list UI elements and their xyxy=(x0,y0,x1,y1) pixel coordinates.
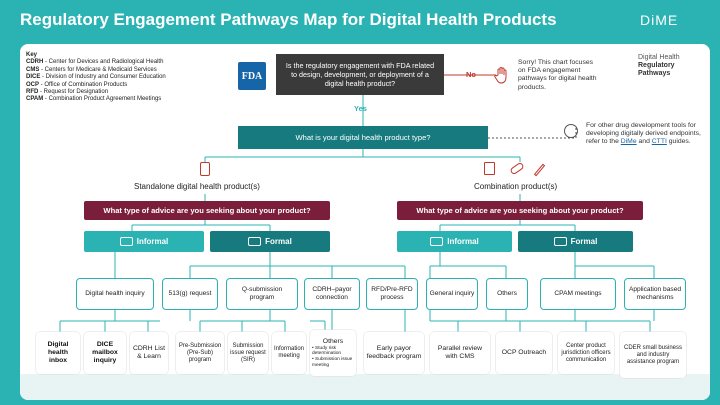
key-heading: Key xyxy=(26,52,38,58)
key-item: OCP - Office of Combination Products xyxy=(26,81,128,88)
q1-yes-label: Yes xyxy=(354,104,367,113)
q1-no-label: No xyxy=(466,70,476,79)
briefcase-icon xyxy=(553,237,567,246)
ctti-guide-link[interactable]: CTTI xyxy=(651,138,667,146)
document-icon xyxy=(484,162,495,175)
option-cpam: CPAM meetings xyxy=(540,278,616,310)
leaf-parallel-review: Parallel review with CMS xyxy=(430,332,490,374)
q2-box: What is your digital health product type… xyxy=(238,126,488,149)
leaf-others: Others • Study risk determination • Subm… xyxy=(310,330,356,376)
option-general-inquiry: General inquiry xyxy=(426,278,478,310)
leaf-information-meeting: Information meeting xyxy=(272,332,306,374)
leaf-sir: Submission issue request (SIR) xyxy=(228,332,268,374)
type-standalone-label: Standalone digital health product(s) xyxy=(134,182,260,191)
key-item: CPAM - Combination Product Agreement Mee… xyxy=(26,96,162,103)
q1-box: Is the regulatory engagement with FDA re… xyxy=(276,54,444,95)
informal-combination: Informal xyxy=(397,231,512,252)
tablet-icon xyxy=(200,162,210,176)
key-item: RFD - Request for Designation xyxy=(26,89,109,96)
leaf-digital-health-inbox: Digital health inbox xyxy=(36,332,80,374)
option-application-based: Application based mechanisms xyxy=(624,278,686,310)
dime-logo: DiME xyxy=(640,12,679,28)
sorry-note: Sorry! This chart focuses on FDA engagem… xyxy=(518,59,597,91)
leaf-pre-sub: Pre-Submission (Pre-Sub) program xyxy=(176,332,224,374)
leaf-dice-mailbox: DICE mailbox inquiry xyxy=(84,332,126,374)
q3-standalone-box: What type of advice are you seeking abou… xyxy=(84,201,330,220)
formal-standalone: Formal xyxy=(210,231,330,252)
leaf-ocp-outreach: OCP Outreach xyxy=(496,332,552,374)
handshake-icon xyxy=(430,237,444,246)
bottom-band xyxy=(20,374,710,400)
other-tools-note: For other drug development tools for dev… xyxy=(586,122,701,146)
connector-lines xyxy=(59,74,655,332)
option-rfd: RFD/Pre-RFD process xyxy=(366,278,418,310)
informal-standalone: Informal xyxy=(84,231,204,252)
option-cdrh-payor: CDRH–payor connection xyxy=(304,278,360,310)
hand-stop-icon xyxy=(494,66,510,84)
key-item: CMS - Centers for Medicare & Medicaid Se… xyxy=(26,66,157,73)
option-q-submission: Q-submission program xyxy=(226,278,298,310)
leaf-early-payor: Early payor feedback program xyxy=(364,332,424,374)
info-circle-icon xyxy=(564,124,578,138)
leaf-center-jurisdiction: Center product jurisdiction officers com… xyxy=(558,332,614,374)
leaf-cder-small-business: CDER small business and industry assista… xyxy=(620,332,686,378)
leaf-cdrh-list-learn: CDRH List & Learn xyxy=(130,332,168,374)
handshake-icon xyxy=(119,237,133,246)
formal-combination: Formal xyxy=(518,231,633,252)
fda-logo: FDA xyxy=(238,62,266,90)
dh-pathways-logo: Digital Health Regulatory Pathways xyxy=(638,54,680,77)
key-item: CDRH - Center for Devices and Radiologic… xyxy=(26,59,164,66)
page-title: Regulatory Engagement Pathways Map for D… xyxy=(20,10,557,29)
key-legend: Key CDRH - Center for Devices and Radiol… xyxy=(26,52,166,104)
diagram-panel: Key CDRH - Center for Devices and Radiol… xyxy=(20,44,710,400)
key-item: DICE - Division of Industry and Consumer… xyxy=(26,74,166,81)
option-digital-health-inquiry: Digital health inquiry xyxy=(76,278,154,310)
option-others: Others xyxy=(486,278,528,310)
option-513g-request: 513(g) request xyxy=(162,278,218,310)
briefcase-icon xyxy=(248,237,262,246)
dime-guide-link[interactable]: DiMe xyxy=(620,138,637,146)
type-combination-label: Combination product(s) xyxy=(474,182,558,191)
q3-combination-box: What type of advice are you seeking abou… xyxy=(397,201,643,220)
